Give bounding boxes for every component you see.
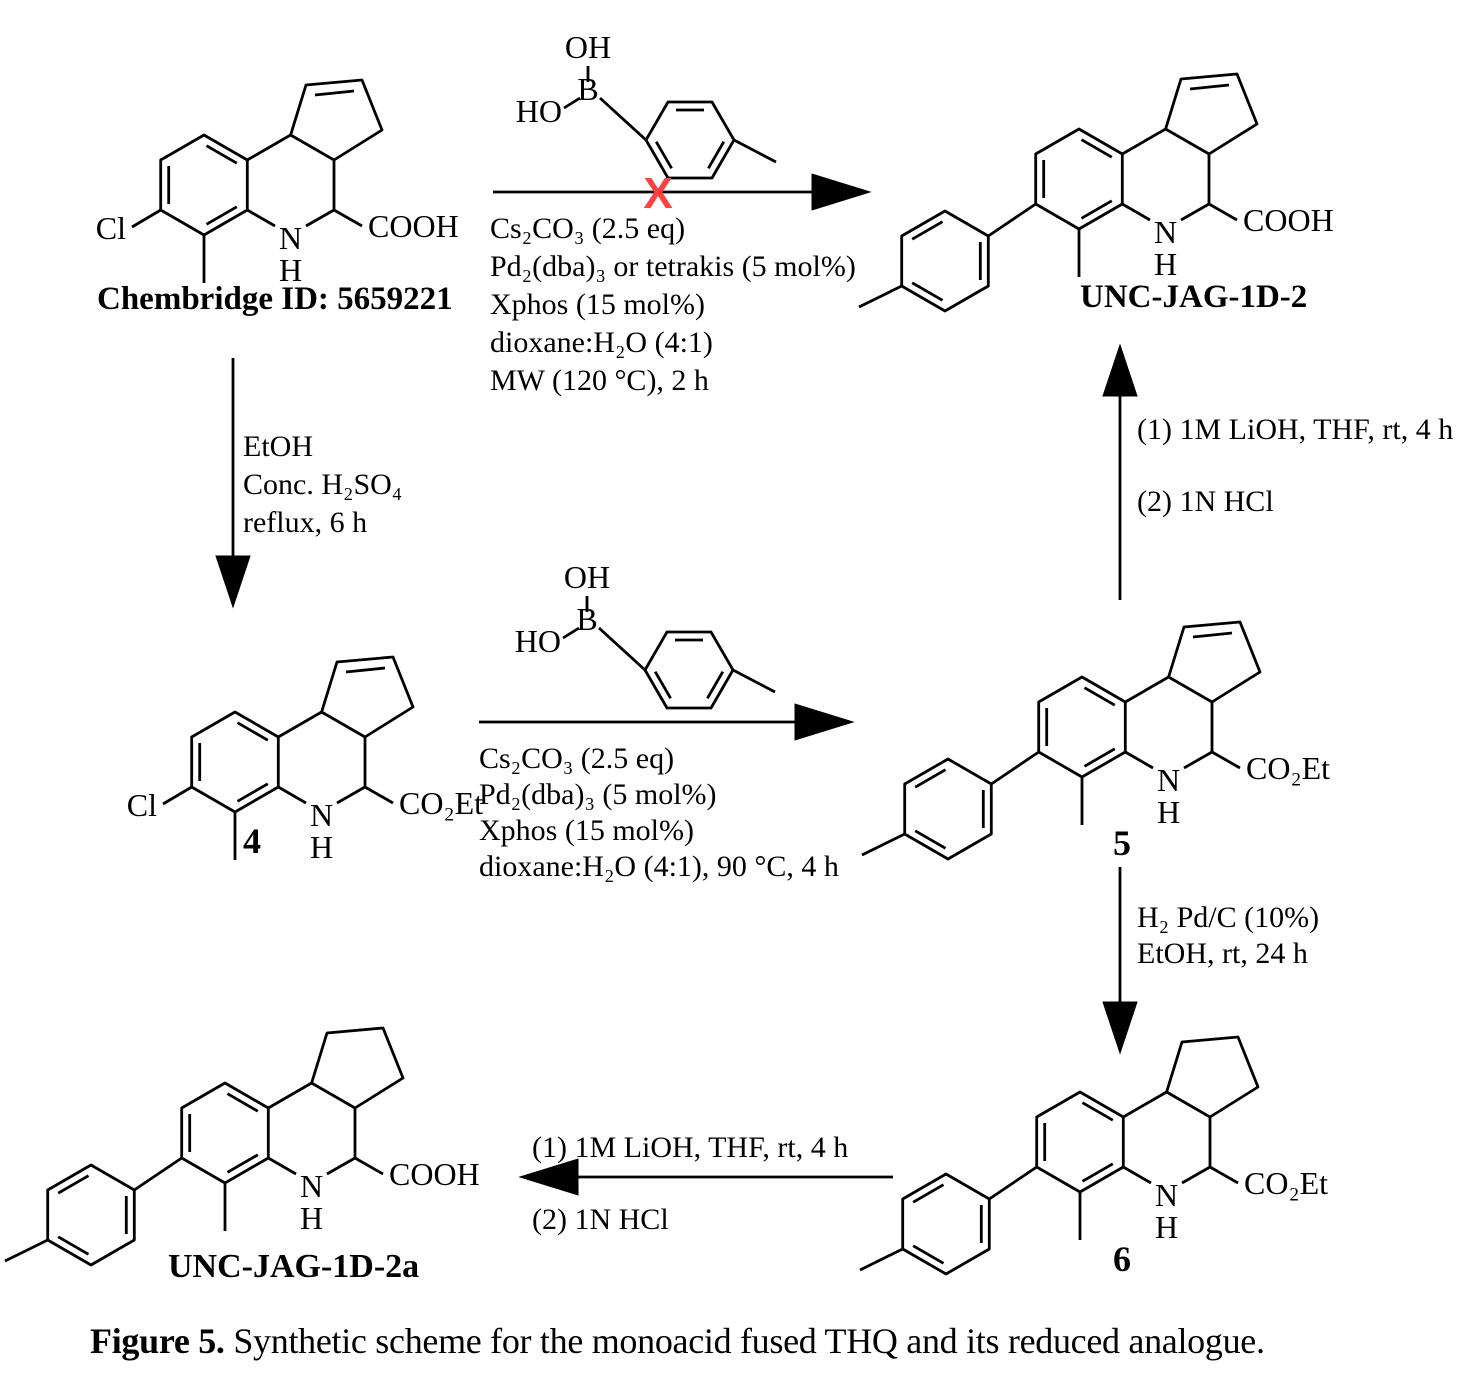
condition-line: Pd₂(dba)₃ or tetrakis (5 mol%) [490, 250, 856, 283]
failed-reaction-x-mark: X [643, 169, 672, 218]
figure-caption-text: Synthetic scheme for the monoacid fused … [224, 1321, 1265, 1361]
label-unc-jag-1d-2: UNC-JAG-1D-2 [1080, 279, 1308, 315]
condition-line: dioxane:H₂O (4:1) [490, 326, 713, 359]
structure-compound-5: CO₂Et [860, 620, 1330, 861]
condition-line: Pd₂(dba)₃ (5 mol%) [479, 778, 717, 811]
conditions-hydrogenation: H₂ Pd/C (10%) EtOH, rt, 24 h [1137, 900, 1319, 972]
cooh-label: COOH [1243, 202, 1334, 238]
structure-unc-jag-1d-2a: COOH [3, 1026, 480, 1267]
structure-compound-4: CO₂Et [125, 655, 483, 867]
condition-line: H₂ Pd/C (10%) [1137, 901, 1320, 934]
arrow-mid-coupling [479, 703, 855, 741]
arrow-hydrogenation-down [1102, 867, 1138, 1055]
condition-line: reflux, 6 h [243, 506, 368, 539]
label-compound-5: 5 [1113, 823, 1131, 863]
label-compound-6: 6 [1113, 1239, 1131, 1279]
condition-line: Conc. H₂SO₄ [243, 468, 403, 501]
figure-caption-number: Figure 5. [90, 1321, 225, 1361]
conditions-esterification: EtOH Conc. H₂SO₄ reflux, 6 h [243, 428, 402, 542]
condition-line: Cs₂CO₃ (2.5 eq) [479, 742, 675, 775]
condition-line: dioxane:H₂O (4:1), 90 °C, 4 h [479, 850, 839, 883]
arrow-hydrolysis-up [1102, 343, 1138, 600]
structure-unc-jag-1d-2: COOH [857, 72, 1334, 313]
arrow-hydrolysis-left [518, 1158, 893, 1196]
conditions-mid-coupling: Cs₂CO₃ (2.5 eq) Pd₂(dba)₃ (5 mol%) Xphos… [479, 741, 839, 885]
condition-line: MW (120 °C), 2 h [490, 364, 709, 397]
label-compound-4: 4 [243, 821, 261, 861]
condition-line: EtOH, rt, 24 h [1137, 937, 1308, 970]
arrow-esterification-down [215, 358, 251, 609]
cooh-label: COOH [389, 1156, 480, 1192]
co2et-label: CO₂Et [1244, 1165, 1328, 1201]
arrow-top-coupling-failed [493, 173, 872, 211]
figure-caption: Figure 5. Synthetic scheme for the monoa… [90, 1320, 1265, 1362]
conditions-hydrolysis-right-step2: (2) 1N HCl [1137, 485, 1274, 518]
cooh-label: COOH [368, 208, 459, 244]
label-unc-jag-1d-2a: UNC-JAG-1D-2a [168, 1248, 420, 1285]
conditions-top-coupling: Cs₂CO₃ (2.5 eq) Pd₂(dba)₃ or tetrakis (5… [490, 210, 856, 400]
condition-line: Xphos (15 mol%) [479, 814, 694, 847]
co2et-label: CO₂Et [399, 785, 483, 821]
conditions-hydrolysis-bottom-step2: (2) 1N HCl [532, 1203, 669, 1236]
structure-chembridge-5659221: COOH [94, 78, 459, 290]
conditions-hydrolysis-bottom-step1: (1) 1M LiOH, THF, rt, 4 h [532, 1131, 849, 1164]
conditions-hydrolysis-right-step1: (1) 1M LiOH, THF, rt, 4 h [1137, 413, 1454, 446]
co2et-label: CO₂Et [1246, 750, 1330, 786]
condition-line: EtOH [243, 430, 313, 463]
condition-line: Xphos (15 mol%) [490, 288, 705, 321]
structure-compound-6: CO₂Et [858, 1035, 1328, 1276]
condition-line: Cs₂CO₃ (2.5 eq) [490, 212, 686, 245]
label-chembridge-id: Chembridge ID: 5659221 [97, 281, 453, 317]
